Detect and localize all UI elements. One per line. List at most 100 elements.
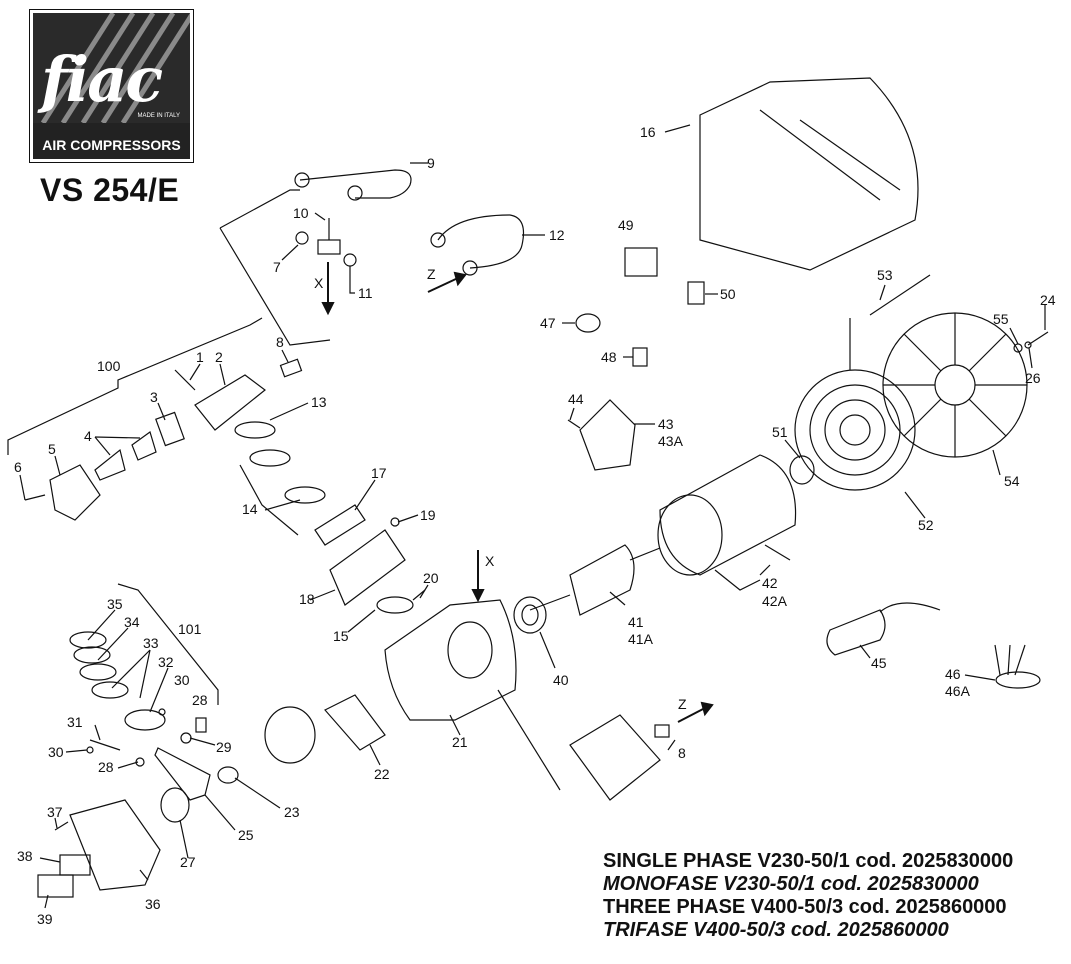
leader-30 [65, 749, 88, 753]
callout-42a: 42A [762, 593, 788, 609]
leader-5 [54, 455, 61, 476]
rotor-shaft [629, 547, 661, 561]
part-cylinder-head-right [569, 714, 661, 801]
part-7 [295, 231, 309, 245]
part-18-cylinder [329, 529, 406, 606]
callout-20: 20 [423, 570, 439, 586]
callout-25: 25 [238, 827, 254, 843]
guard-ring [809, 384, 901, 476]
callout-48: 48 [601, 349, 617, 365]
callout-4: 4 [84, 428, 92, 444]
part-24-bolt [1027, 331, 1049, 346]
leader-36 [139, 869, 149, 881]
callout-38: 38 [17, 848, 33, 864]
guard-ring [824, 399, 886, 461]
callout-52: 52 [918, 517, 934, 533]
part-51-bearing [789, 455, 815, 485]
part-14-gasket [284, 486, 326, 504]
leader-40 [539, 631, 556, 669]
callout-41a: 41A [628, 631, 654, 647]
callout-46: 46 [945, 666, 961, 682]
part-42-stator [659, 454, 797, 576]
leader-44 [569, 407, 575, 421]
callout-18: 18 [299, 591, 315, 607]
callout-6: 6 [14, 459, 22, 475]
callout-100: 100 [97, 358, 121, 374]
callout-23: 23 [284, 804, 300, 820]
leader-17 [354, 479, 376, 511]
callout-46a: 46A [945, 683, 971, 699]
fan-blades [883, 313, 1027, 457]
caption-single-phase-it: MONOFASE V230-50/1 cod. 2025830000 [603, 873, 979, 895]
part-19 [390, 517, 400, 527]
nut-12b [462, 260, 478, 276]
callout-43: 43 [658, 416, 674, 432]
part-25-conrod [154, 747, 211, 801]
part-tee-fitting [317, 239, 341, 255]
arrow-x-top-head [321, 302, 335, 316]
leader-13 [269, 402, 309, 421]
leader-54 [992, 449, 1001, 476]
part-31-pin [89, 739, 121, 751]
part-4-valve [131, 431, 157, 461]
part-47 [575, 313, 601, 333]
callout-10: 10 [293, 205, 309, 221]
part-34-ring [73, 646, 111, 664]
leader-25 [204, 794, 236, 831]
axis-x-top: X [314, 275, 324, 291]
part-30b [158, 708, 166, 716]
part-28 [195, 717, 207, 733]
part-43-box [579, 399, 636, 471]
callout-29: 29 [216, 739, 232, 755]
callout-22: 22 [374, 766, 390, 782]
stator-foot [764, 544, 791, 561]
leader-45 [859, 644, 871, 659]
model-title: VS 254/E [40, 172, 180, 208]
part-17-gasket [314, 504, 366, 546]
part-36-cover [69, 799, 161, 891]
axis-x-mid: X [485, 553, 495, 569]
leader-19 [397, 514, 419, 523]
leader-38 [39, 857, 61, 863]
part-48 [632, 347, 648, 367]
callout-35: 35 [107, 596, 123, 612]
part-33-ring [79, 663, 117, 681]
callout-21: 21 [452, 734, 468, 750]
callout-32: 32 [158, 654, 174, 670]
callout-31: 31 [67, 714, 83, 730]
nut-9b [347, 185, 363, 201]
leader-51 [784, 439, 801, 459]
arrow-z-bottom-head [700, 701, 714, 717]
line-cylinder-head [497, 689, 561, 791]
caption-three-phase-it: TRIFASE V400-50/3 cod. 2025860000 [603, 919, 949, 941]
part-49-switch [624, 247, 658, 277]
leader-6 [19, 474, 26, 501]
logo-brand-text: fiac [41, 43, 163, 116]
leader-14 [264, 499, 301, 511]
part-44-screw [567, 419, 581, 429]
leader-42 [759, 564, 771, 576]
leader-28 [117, 761, 139, 769]
callout-47: 47 [540, 315, 556, 331]
callout-40: 40 [553, 672, 569, 688]
leader-22 [369, 744, 381, 766]
part-45-capacitor [826, 609, 886, 656]
part-11 [343, 253, 357, 267]
leader-7 [281, 244, 299, 261]
part-30 [86, 746, 94, 754]
part-16-cover [699, 77, 919, 271]
part-39-label [37, 874, 74, 898]
leader-52 [904, 491, 926, 519]
leader-8 [281, 349, 289, 363]
callout-34: 34 [124, 614, 140, 630]
callout-41: 41 [628, 614, 644, 630]
part-14-gasket [249, 449, 291, 467]
callout-51: 51 [772, 424, 788, 440]
callout-28a: 28 [192, 692, 208, 708]
line-pipe-9 [219, 189, 300, 229]
leader-29 [189, 737, 216, 746]
callout-27: 27 [180, 854, 196, 870]
part-23-seal [217, 766, 239, 784]
callout-42: 42 [762, 575, 778, 591]
